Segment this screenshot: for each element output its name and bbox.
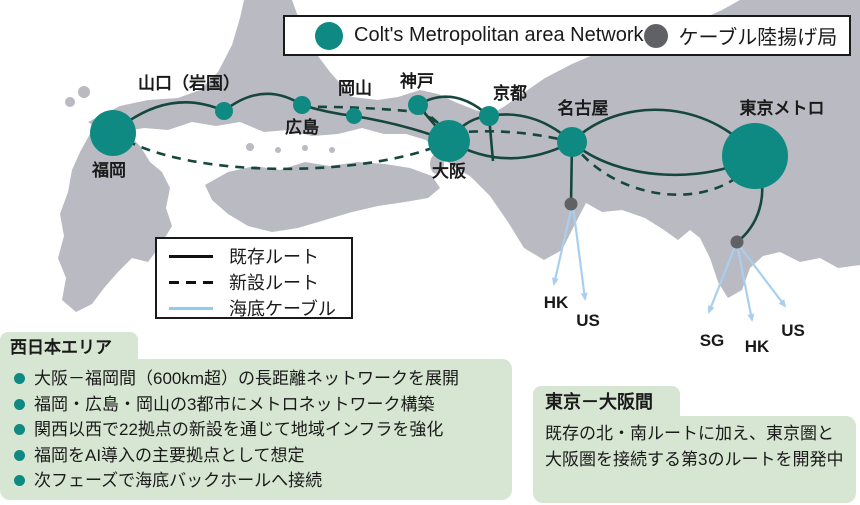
solid-line-icon <box>169 254 213 258</box>
bullet-text: 関西以西で22拠点の新設を通じて地域インフラを強化 <box>34 420 444 439</box>
west-japan-box: 大阪－福岡間（600km超）の長距離ネットワークを展開 福岡・広島・岡山の3都市… <box>0 359 512 500</box>
new-route-label: 新設ルート <box>229 273 319 293</box>
landing-stations <box>564 197 744 249</box>
route-legend: 既存ルート 新設ルート 海底ケーブル <box>155 237 353 319</box>
west-japan-title-text: 西日本エリア <box>10 338 112 357</box>
submarine-cable-label: 海底ケーブル <box>229 299 336 319</box>
city-node-kobe <box>408 95 428 115</box>
bullet-text: 福岡をAI導入の主要拠点として想定 <box>34 445 305 465</box>
new-route-fukuoka-osaka <box>112 131 450 171</box>
tokyo-osaka-title-text: 東京－大阪間 <box>545 392 653 412</box>
bullet-dot-icon <box>14 449 25 461</box>
city-node-hiroshima <box>293 96 311 114</box>
legend-row-new: 新設ルート <box>169 269 339 295</box>
city-node-osaka <box>428 120 470 162</box>
legend-row-submarine: 海底ケーブル <box>169 295 339 321</box>
city-label-fukuoka: 福岡 <box>91 160 126 180</box>
bullet-text: 福岡・広島・岡山の3都市にメトロネットワーク構築 <box>34 394 435 414</box>
landing-station-label: ケーブル陸揚げ局 <box>678 27 838 49</box>
landing-station-icon <box>643 23 668 48</box>
cable-tokyo-hk <box>735 243 755 322</box>
cable-labels: HK US SG HK US <box>544 293 805 356</box>
map-shikoku <box>205 162 440 232</box>
bullet-text: 次フェーズで海底バックホールへ接続 <box>34 471 323 490</box>
landing-station-tokyo <box>730 235 744 249</box>
tokyo-osaka-box-title: 東京－大阪間 <box>533 386 680 416</box>
map-island <box>329 147 335 153</box>
city-label-kyoto: 京都 <box>493 83 527 103</box>
bullet-dot-icon <box>14 424 25 435</box>
bullet-item: 次フェーズで海底バックホールへ接続 <box>12 468 502 494</box>
bullet-item: 福岡をAI導入の主要拠点として想定 <box>12 443 502 469</box>
city-labels: 福岡 山口（岩国） 広島 岡山 神戸 京都 大阪 名古屋 東京メトロ <box>91 71 825 181</box>
metro-network-label: Colt's Metropolitan area Network <box>354 24 644 46</box>
cable-tokyo-us <box>737 243 787 308</box>
city-node-fukuoka <box>90 110 136 156</box>
bullet-dot-icon <box>14 373 25 384</box>
cable-label-sg: SG <box>700 331 725 350</box>
cable-label-us: US <box>576 311 600 330</box>
cable-nagoya-hk <box>551 205 574 286</box>
map-island <box>78 86 90 98</box>
west-japan-bullet-list: 大阪－福岡間（600km超）の長距離ネットワークを展開 福岡・広島・岡山の3都市… <box>12 366 502 494</box>
city-node-tokyo-metro <box>722 123 788 189</box>
city-node-okayama <box>346 108 362 124</box>
map-landmass <box>58 0 860 312</box>
city-label-hiroshima: 広島 <box>285 117 319 137</box>
map-island <box>65 97 75 107</box>
cable-tokyo-sg <box>707 243 738 314</box>
city-label-kobe: 神戸 <box>400 71 434 91</box>
map-island <box>275 147 281 153</box>
dashed-line-icon <box>169 280 213 284</box>
city-label-yamaguchi-iwakuni: 山口（岩国） <box>138 73 240 93</box>
bullet-item: 大阪－福岡間（600km超）の長距離ネットワークを展開 <box>12 366 502 392</box>
bullet-item: 福岡・広島・岡山の3都市にメトロネットワーク構築 <box>12 392 502 418</box>
bullet-dot-icon <box>14 475 25 486</box>
landing-station-nagoya <box>564 197 578 211</box>
cable-label-hk-2: HK <box>745 337 770 356</box>
bullet-text: 大阪－福岡間（600km超）の長距離ネットワークを展開 <box>34 369 460 388</box>
map-kyushu <box>58 126 172 312</box>
map-legend: Colt's Metropolitan area Network ケーブル陸揚げ… <box>283 15 851 56</box>
legend-row-existing: 既存ルート <box>169 243 339 269</box>
city-node-yamaguchi-iwakuni <box>215 102 233 120</box>
tokyo-osaka-box: 既存の北・南ルートに加え、東京圏と大阪圏を接続する第3のルートを開発中 <box>533 416 856 503</box>
west-japan-box-title: 西日本エリア <box>0 332 138 359</box>
cable-label-hk: HK <box>544 293 569 312</box>
submarine-cables <box>551 205 787 322</box>
city-node-nagoya <box>557 127 587 157</box>
submarine-line-icon <box>169 306 213 310</box>
city-label-okayama: 岡山 <box>338 79 372 98</box>
city-label-nagoya: 名古屋 <box>558 98 609 118</box>
city-label-osaka: 大阪 <box>432 161 466 181</box>
bullet-dot-icon <box>14 398 25 410</box>
cable-nagoya-us <box>571 205 588 301</box>
tokyo-osaka-body-text: 既存の北・南ルートに加え、東京圏と大阪圏を接続する第3のルートを開発中 <box>545 424 844 469</box>
city-node-kyoto <box>479 106 499 126</box>
cable-label-us-2: US <box>781 321 805 340</box>
map-island <box>246 143 254 151</box>
bullet-item: 関西以西で22拠点の新設を通じて地域インフラを強化 <box>12 417 502 443</box>
city-nodes <box>90 95 788 189</box>
metro-network-node-icon <box>315 21 343 50</box>
existing-route-label: 既存ルート <box>229 247 319 267</box>
map-island <box>302 145 308 151</box>
city-label-tokyo-metro: 東京メトロ <box>740 98 825 118</box>
map-honshu <box>88 0 860 298</box>
